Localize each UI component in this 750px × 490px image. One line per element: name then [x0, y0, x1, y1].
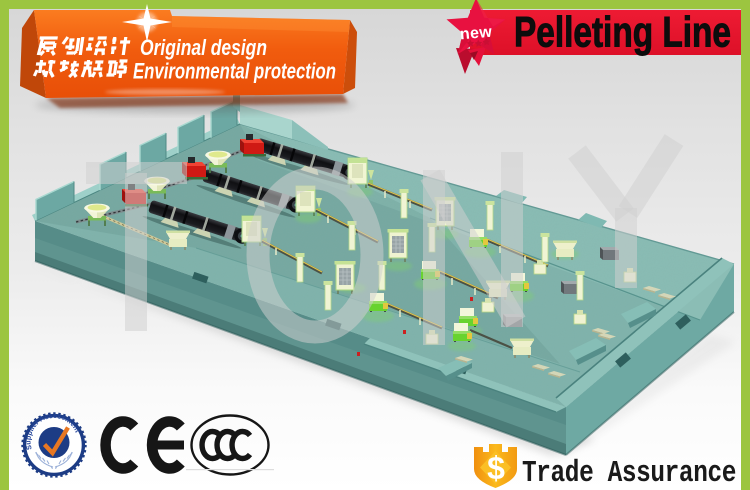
svg-text:Trade Assurance: Trade Assurance: [522, 456, 736, 490]
svg-text:Environmental protection: Environmental protection: [133, 59, 336, 84]
svg-text:Original design: Original design: [140, 35, 267, 60]
svg-text:$: $: [487, 450, 505, 486]
svg-text:Pelleting Line: Pelleting Line: [514, 10, 731, 57]
svg-text:new: new: [459, 24, 493, 44]
